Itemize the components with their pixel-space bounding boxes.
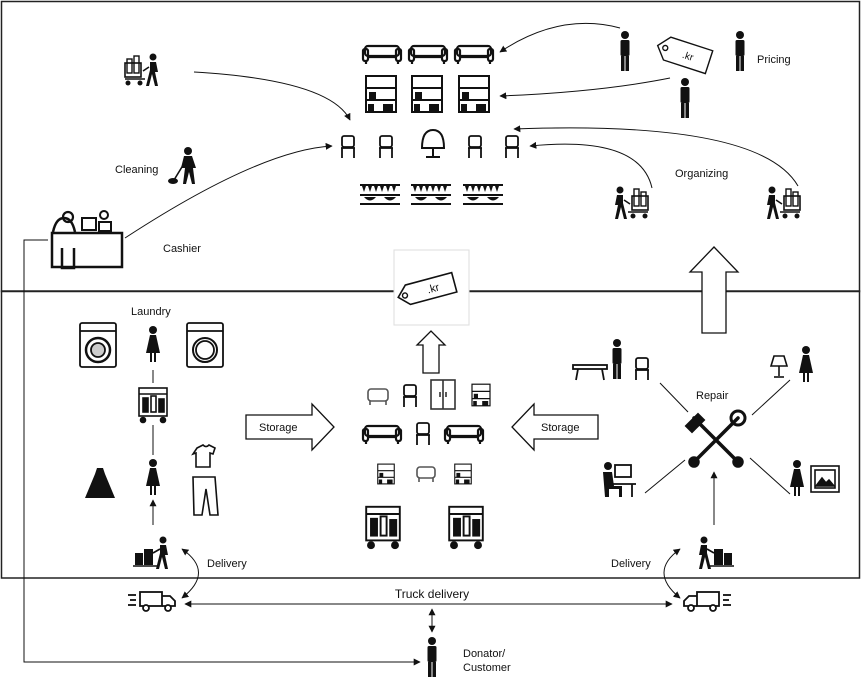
person-icon bbox=[146, 459, 160, 495]
bookshelf-icon bbox=[365, 75, 397, 113]
organizing-to-chairs-arrow-1 bbox=[529, 141, 653, 189]
dryer-icon bbox=[186, 322, 224, 368]
bookshelf-icon bbox=[377, 463, 395, 485]
armchair-icon bbox=[367, 388, 389, 405]
person-icon bbox=[620, 31, 630, 71]
repair-connector bbox=[659, 382, 689, 413]
truck-to-delivery-arrow-left bbox=[181, 548, 199, 599]
bookshelf-icon bbox=[454, 463, 472, 485]
truck-icon bbox=[127, 591, 176, 612]
wardrobe-icon bbox=[430, 379, 456, 410]
price-tag-icon: .kr bbox=[653, 33, 714, 75]
bookshelf-icon bbox=[471, 383, 491, 407]
trolley-worker-icon bbox=[766, 185, 801, 220]
chair-icon bbox=[340, 135, 356, 159]
repair-connector bbox=[749, 457, 791, 495]
person-icon bbox=[735, 31, 745, 71]
bookshelf-icon bbox=[458, 75, 490, 113]
repair-label: Repair bbox=[696, 390, 729, 402]
sofa-icon bbox=[453, 44, 495, 66]
storage-arrow-right: Storage bbox=[511, 402, 599, 452]
arrow-up-icon bbox=[415, 330, 447, 374]
repair-connector bbox=[644, 459, 686, 494]
delivery-right-label: Delivery bbox=[611, 558, 651, 570]
housekeeping-trolley-icon bbox=[124, 52, 159, 87]
truck-icon bbox=[683, 591, 732, 612]
person-icon bbox=[799, 346, 813, 382]
person-icon bbox=[612, 339, 622, 379]
storage-area bbox=[361, 379, 491, 550]
chair-row bbox=[340, 128, 520, 159]
table-icon bbox=[572, 364, 608, 381]
cashier-label: Cashier bbox=[163, 243, 201, 255]
pricing-label: Pricing bbox=[757, 54, 791, 66]
organizing-group: Organizing bbox=[614, 168, 801, 220]
cashier-to-chairs-arrow bbox=[124, 142, 333, 239]
chair-icon bbox=[378, 135, 394, 159]
cleaning-label: Cleaning bbox=[115, 164, 158, 176]
chair-icon bbox=[504, 135, 520, 159]
pricing-to-sofas-arrow bbox=[499, 23, 621, 53]
repair-connector bbox=[751, 379, 791, 416]
trousers-icon bbox=[192, 476, 219, 516]
price-tag-icon: .kr bbox=[397, 271, 458, 306]
organizing-to-chairs-arrow-2 bbox=[513, 125, 799, 187]
sofa-icon bbox=[361, 44, 403, 66]
armchair-icon bbox=[416, 466, 436, 482]
sofa-row bbox=[361, 44, 495, 66]
dress-icon bbox=[85, 468, 115, 498]
laundry-cart-icon bbox=[138, 387, 168, 424]
price-tag-card: .kr bbox=[393, 249, 470, 326]
person-icon bbox=[146, 326, 160, 362]
storage-arrow-left: Storage bbox=[245, 402, 335, 452]
washing-machine-icon bbox=[79, 322, 117, 368]
tools-icon bbox=[684, 409, 747, 468]
computer-worker-icon bbox=[603, 462, 636, 497]
trolley-to-chairs-arrow bbox=[193, 71, 351, 121]
chair-icon bbox=[415, 422, 431, 446]
cashier-desk-icon bbox=[50, 210, 124, 270]
price-tag-top-text: .kr bbox=[681, 50, 696, 64]
sofa-icon bbox=[407, 44, 449, 66]
delivery-left-label: Delivery bbox=[207, 558, 247, 570]
arrow-up-icon bbox=[688, 246, 740, 334]
person-icon bbox=[427, 637, 437, 677]
cashier-to-customer-line bbox=[23, 239, 421, 666]
organizing-label: Organizing bbox=[675, 168, 728, 180]
picture-frame-icon bbox=[810, 465, 840, 493]
laundry-cart-icon bbox=[448, 505, 484, 550]
cleaning-person-icon bbox=[168, 147, 196, 184]
armchair-icon bbox=[420, 128, 446, 158]
laundry-label: Laundry bbox=[131, 306, 171, 318]
bookshelf-icon bbox=[411, 75, 443, 113]
person-icon bbox=[680, 78, 690, 118]
donator-label-line1: Donator/ bbox=[463, 648, 506, 660]
pricing-group: .kr Pricing bbox=[620, 31, 791, 118]
bookshelf-row bbox=[365, 75, 490, 113]
truck-delivery-label: Truck delivery bbox=[395, 587, 469, 601]
donator-label-line2: Customer bbox=[463, 662, 511, 674]
tableware-shelf-icon bbox=[463, 184, 503, 205]
delivery-worker-icon bbox=[132, 535, 169, 570]
delivery-worker-icon bbox=[698, 535, 735, 570]
lamp-icon bbox=[769, 355, 789, 378]
chair-icon bbox=[467, 135, 483, 159]
tableware-row bbox=[360, 184, 503, 205]
tableware-shelf-icon bbox=[360, 184, 400, 205]
truck-to-delivery-arrow-right bbox=[663, 548, 681, 599]
storage-right-label: Storage bbox=[541, 422, 580, 434]
laundry-cart-icon bbox=[365, 505, 401, 550]
pricing-to-shelves-arrow bbox=[499, 77, 671, 100]
tableware-shelf-icon bbox=[411, 184, 451, 205]
price-tag-center-text: .kr bbox=[426, 282, 441, 297]
chair-icon bbox=[634, 357, 650, 381]
sofa-icon bbox=[443, 424, 485, 446]
sofa-icon bbox=[361, 424, 403, 446]
trolley-worker-icon bbox=[614, 185, 649, 220]
storage-left-label: Storage bbox=[259, 422, 298, 434]
chair-icon bbox=[402, 384, 418, 408]
person-icon bbox=[790, 460, 804, 496]
shirt-icon bbox=[191, 444, 216, 468]
